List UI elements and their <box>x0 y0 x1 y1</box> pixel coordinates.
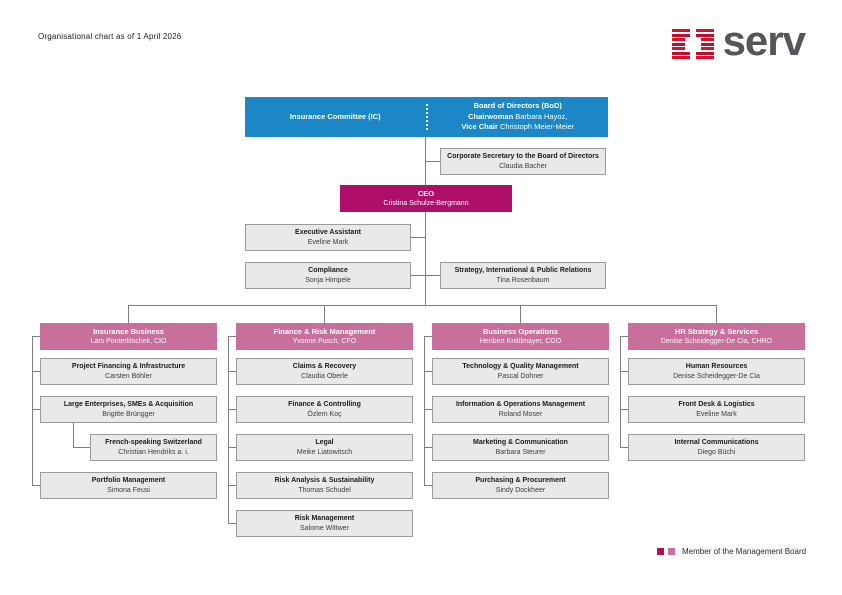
connector-line <box>228 447 236 448</box>
unit-information-operations: Information & Operations Management Rola… <box>432 396 609 423</box>
connector-line <box>128 305 129 323</box>
connector-line <box>425 212 426 305</box>
vice-chair-name: Christoph Meier-Meier <box>497 122 575 132</box>
connector-line <box>228 485 236 486</box>
insurance-committee-label: Insurance Committee (IC) <box>289 111 381 121</box>
division-header-insurance-business: Insurance Business Lars Ponterlitschek, … <box>40 323 217 350</box>
unit-human-resources: Human Resources Denise Scheidegger-De Ci… <box>628 358 805 385</box>
connector-line <box>228 409 236 410</box>
page-title: Organisational chart as of 1 April 2026 <box>38 32 182 41</box>
connector-line <box>716 305 717 323</box>
unit-risk-management: Risk Management Salome Wittwer <box>236 510 413 537</box>
connector-line <box>73 423 74 447</box>
connector-line <box>620 336 628 337</box>
compliance-box: Compliance Sonja Himpele <box>245 262 411 289</box>
connector-line <box>424 336 425 485</box>
executive-assistant-box: Executive Assistant Eveline Mark <box>245 224 411 251</box>
logo-stripe-block-left <box>671 29 690 59</box>
connector-line <box>324 305 325 323</box>
connector-line <box>411 275 425 276</box>
legend: Member of the Management Board <box>657 547 806 556</box>
connector-line <box>620 409 628 410</box>
connector-line <box>32 371 40 372</box>
connector-line <box>411 237 425 238</box>
legend-magenta-square-icon <box>657 548 664 555</box>
unit-front-desk-logistics: Front Desk & Logistics Eveline Mark <box>628 396 805 423</box>
connector-line <box>620 447 628 448</box>
vice-chair-label: Vice Chair <box>461 122 498 132</box>
connector-line <box>32 409 40 410</box>
legend-pink-square-icon <box>668 548 675 555</box>
connector-line <box>128 305 717 306</box>
connector-line <box>424 371 432 372</box>
unit-risk-analysis: Risk Analysis & Sustainability Thomas Sc… <box>236 472 413 499</box>
connector-line <box>424 485 432 486</box>
connector-line <box>424 409 432 410</box>
unit-french-speaking-switzerland: French-speaking Switzerland Christian He… <box>90 434 217 461</box>
connector-line <box>520 305 521 323</box>
ceo-box: CEO Cristina Schulze-Bergmann <box>340 185 512 212</box>
connector-line <box>228 523 236 524</box>
unit-marketing-communication: Marketing & Communication Barbara Steure… <box>432 434 609 461</box>
connector-line <box>228 371 236 372</box>
division-header-hr-strategy: HR Strategy & Services Denise Scheidegge… <box>628 323 805 350</box>
connector-line <box>425 161 440 162</box>
unit-portfolio-management: Portfolio Management Simona Feusi <box>40 472 217 499</box>
unit-technology-quality: Technology & Quality Management Pascal D… <box>432 358 609 385</box>
unit-purchasing-procurement: Purchasing & Procurement Sindy Dockheer <box>432 472 609 499</box>
chairwoman-name: Barbara Hayoz, <box>513 111 568 121</box>
division-header-business-operations: Business Operations Heribert Knittlmayer… <box>432 323 609 350</box>
unit-large-enterprises: Large Enterprises, SMEs & Acquisition Br… <box>40 396 217 423</box>
division-header-finance-risk: Finance & Risk Management Yvonne Pusch, … <box>236 323 413 350</box>
legend-label: Member of the Management Board <box>682 547 807 556</box>
board-of-directors-info: Board of Directors (BoD) Chairwoman Barb… <box>461 101 575 132</box>
unit-internal-communications: Internal Communications Diego Büchi <box>628 434 805 461</box>
chairwoman-label: Chairwoman <box>468 111 514 121</box>
unit-claims-recovery: Claims & Recovery Claudia Oberle <box>236 358 413 385</box>
connector-line <box>32 485 40 486</box>
serv-logo: serv <box>671 20 806 62</box>
connector-line <box>620 371 628 372</box>
corporate-secretary-box: Corporate Secretary to the Board of Dire… <box>440 148 606 175</box>
connector-line <box>228 336 229 523</box>
connector-line <box>228 336 236 337</box>
unit-project-financing: Project Financing & Infrastructure Carst… <box>40 358 217 385</box>
serv-logo-mark-icon <box>671 29 714 59</box>
logo-stripe-block-right <box>695 29 714 59</box>
connector-line <box>425 275 440 276</box>
serv-wordmark: serv <box>722 17 806 64</box>
connector-line <box>32 336 33 485</box>
connector-line <box>424 447 432 448</box>
dotted-divider <box>425 104 428 130</box>
strategy-box: Strategy, International & Public Relatio… <box>440 262 606 289</box>
unit-legal: Legal Meike Liatowitsch <box>236 434 413 461</box>
connector-line <box>620 336 621 447</box>
unit-finance-controlling: Finance & Controlling Özlem Koç <box>236 396 413 423</box>
connector-line <box>73 447 90 448</box>
board-of-directors-box: Insurance Committee (IC) Board of Direct… <box>245 97 608 137</box>
connector-line <box>32 336 40 337</box>
connector-line <box>424 336 432 337</box>
